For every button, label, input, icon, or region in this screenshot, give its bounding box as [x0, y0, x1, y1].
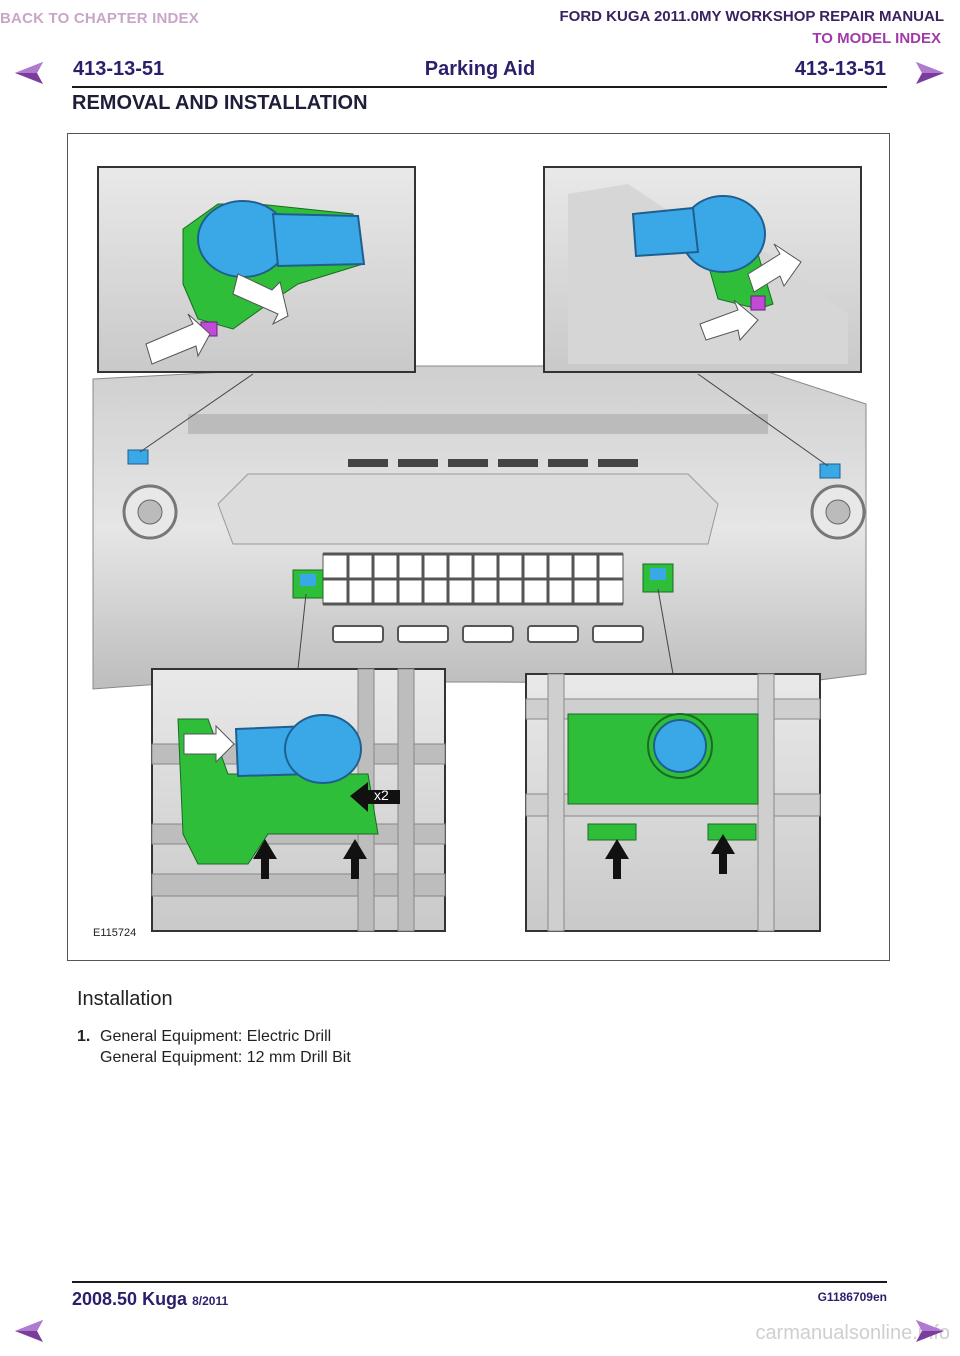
next-page-arrow-bottom-icon[interactable]: [912, 1318, 946, 1344]
figure-code: E115724: [93, 927, 137, 939]
bumper-assembly: [92, 365, 867, 690]
footer-date: 8/2011: [192, 1294, 229, 1308]
parking-sensor-illustration: x2: [92, 166, 867, 932]
footer-rule: [72, 1281, 887, 1283]
footer-model: 2008.50 Kuga 8/2011: [72, 1289, 228, 1310]
next-page-arrow-icon[interactable]: [912, 60, 946, 86]
section-heading: REMOVAL AND INSTALLATION: [72, 92, 368, 114]
callout-label: x2: [374, 787, 389, 803]
manual-title: FORD KUGA 2011.0MY WORKSHOP REPAIR MANUA…: [559, 8, 945, 25]
to-model-index-link[interactable]: TO MODEL INDEX: [812, 30, 941, 47]
footer-doc-id: G1186709en: [817, 1290, 887, 1304]
page-code-left: 413-13-51: [73, 58, 165, 80]
watermark: carmanualsonline.info: [755, 1322, 950, 1344]
inset-bottom-left: x2: [151, 668, 446, 932]
step-1-number: 1.: [77, 1028, 91, 1045]
footer-model-name: 2008.50 Kuga: [72, 1289, 188, 1309]
installation-heading: Installation: [77, 988, 173, 1010]
inset-top-left: [97, 166, 416, 373]
back-to-chapter-index-link[interactable]: BACK TO CHAPTER INDEX: [0, 10, 199, 27]
prev-page-arrow-icon[interactable]: [13, 60, 47, 86]
inset-bottom-right: [525, 673, 821, 932]
header-rule: [72, 86, 887, 88]
page-topic: Parking Aid: [424, 58, 536, 80]
step-1-line-1: General Equipment: Electric Drill: [100, 1028, 332, 1045]
step-1-line-2: General Equipment: 12 mm Drill Bit: [100, 1049, 351, 1066]
page-code-right: 413-13-51: [794, 58, 886, 80]
prev-page-arrow-bottom-icon[interactable]: [13, 1318, 47, 1344]
inset-top-right: [543, 166, 862, 373]
figure-frame: x2: [67, 133, 890, 961]
